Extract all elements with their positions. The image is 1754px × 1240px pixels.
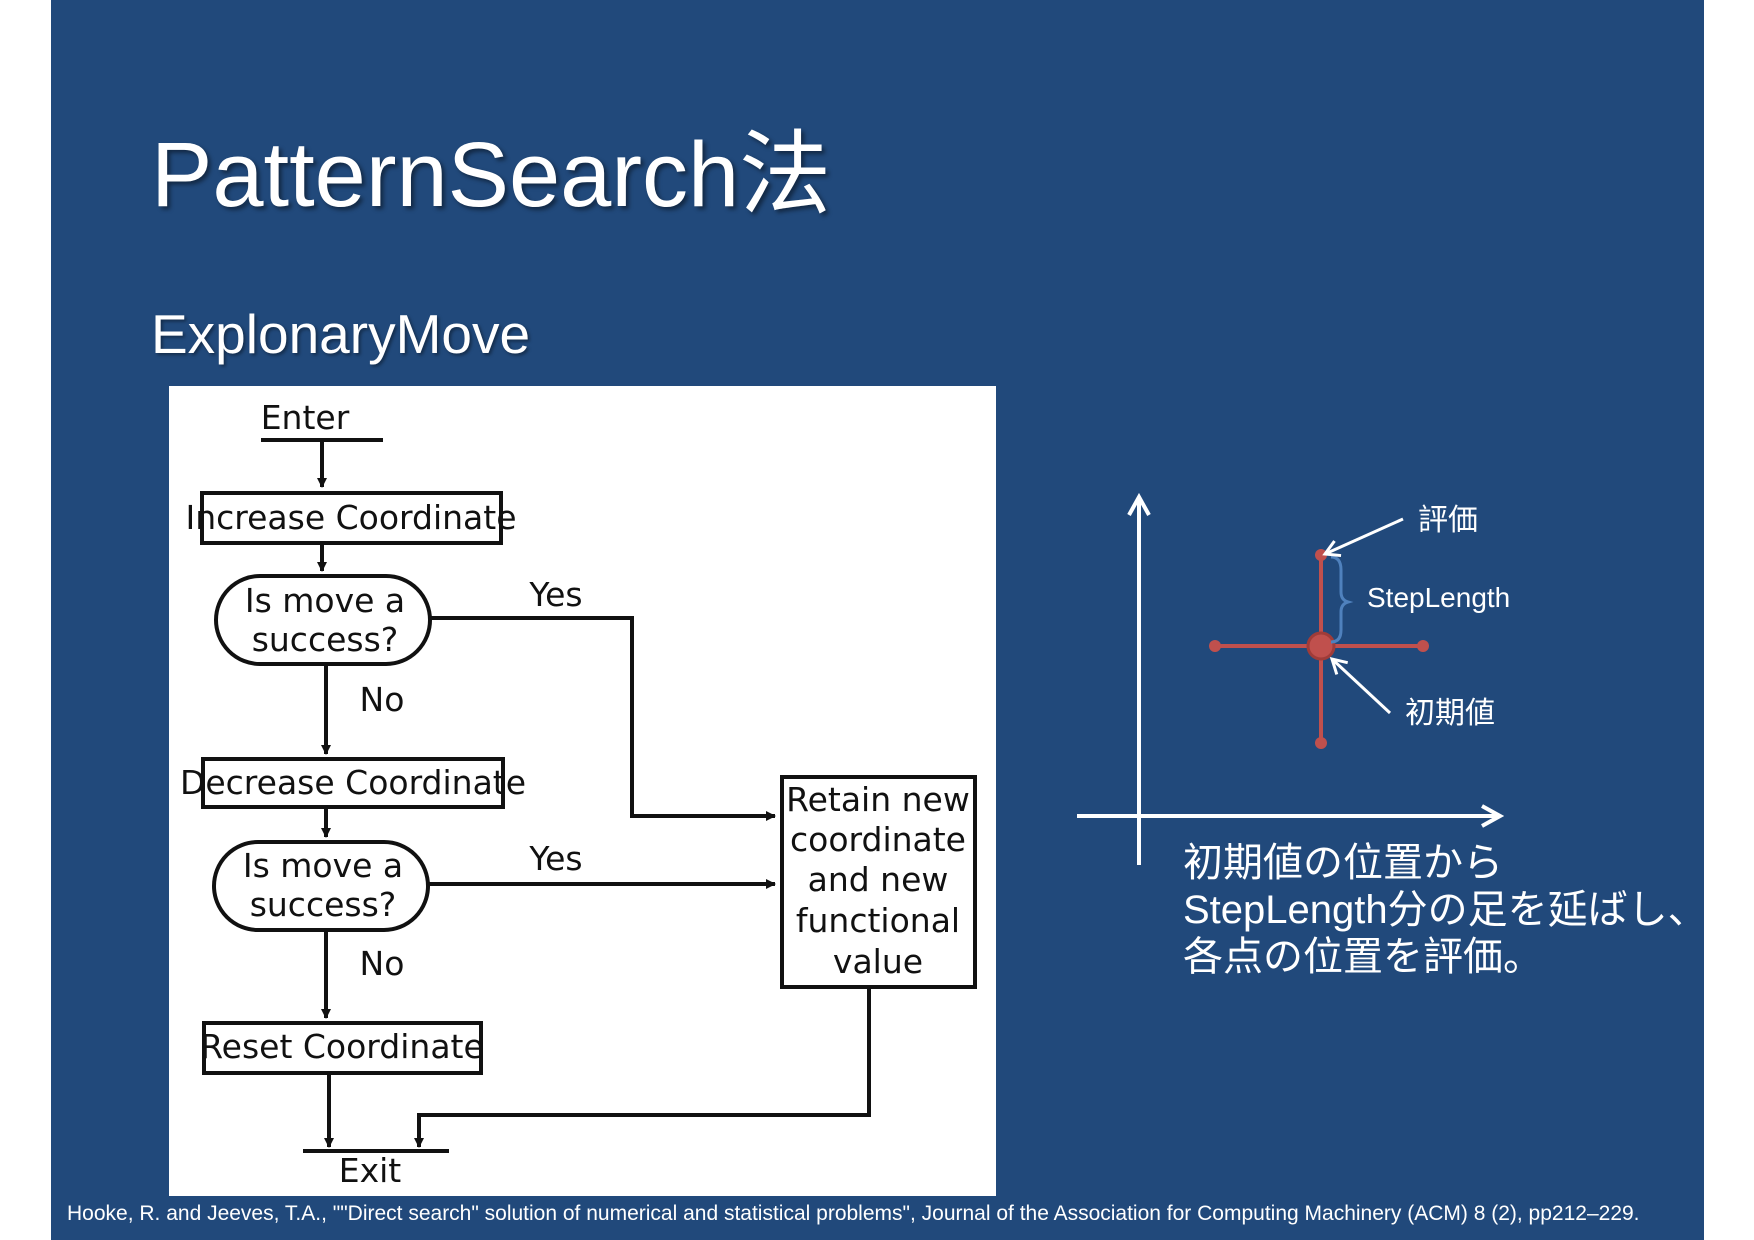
flowchart-reset-label: Reset Coordinate — [200, 1027, 484, 1066]
flowchart-no2-label: No — [360, 944, 405, 983]
flowchart-yes2-label: Yes — [528, 839, 582, 878]
flowchart-no1-label: No — [360, 680, 405, 719]
slide-title: PatternSearch法 — [151, 124, 832, 226]
flowchart-retain-line4: functional — [796, 901, 960, 940]
caption-line: 初期値の位置から — [1183, 841, 1503, 885]
flowchart-yes1-label: Yes — [528, 575, 582, 614]
step-point-left — [1209, 640, 1221, 652]
flowchart-decrease-label: Decrease Coordinate — [180, 763, 526, 802]
evaluation-arrow — [1322, 517, 1404, 558]
flowchart-decrease-box — [201, 757, 505, 809]
flowchart-enter-label: Enter — [261, 398, 350, 437]
caption-line: 各点の位置を評価。 — [1183, 935, 1543, 979]
flowchart-retain-line2: coordinate — [790, 820, 966, 859]
flowchart-retain-line1: Retain new — [786, 780, 970, 819]
flowchart-decision1-line1: Is move a — [245, 581, 405, 620]
slide-subtitle: ExplonaryMove — [151, 303, 531, 365]
caption-line: StepLength分の足を延ばし、 — [1183, 888, 1704, 932]
flowchart: Enter Increase Coordinate Is move a succ… — [180, 398, 977, 1190]
flowchart-panel: Enter Increase Coordinate Is move a succ… — [169, 386, 996, 1196]
flowchart-retain-line5: value — [833, 942, 923, 981]
evaluation-label: 評価 — [1418, 504, 1478, 537]
initial-value-arrow — [1329, 656, 1392, 715]
flowchart-increase-label: Increase Coordinate — [185, 498, 516, 537]
step-point-bottom — [1315, 737, 1327, 749]
citation: Hooke, R. and Jeeves, T.A., ""Direct sea… — [67, 1202, 1640, 1225]
flowchart-increase-box — [200, 491, 503, 545]
flowchart-reset-box — [202, 1021, 483, 1075]
flowchart-decision2-line2: success? — [250, 885, 397, 924]
slide: PatternSearch法 ExplonaryMove Enter Incre… — [51, 0, 1704, 1240]
initial-value-label: 初期値 — [1405, 697, 1495, 730]
flowchart-decision1-line2: success? — [252, 620, 399, 659]
flowchart-decision2-line1: Is move a — [243, 846, 403, 885]
flowchart-retain-box — [780, 775, 977, 989]
initial-point — [1306, 631, 1336, 661]
step-point-top — [1315, 549, 1327, 561]
flowchart-retain-line3: and new — [808, 860, 949, 899]
flowchart-retain-exit-path — [414, 987, 871, 1148]
flowchart-exit-label: Exit — [339, 1151, 402, 1190]
flowchart-yes1-path — [430, 616, 776, 821]
step-length-brace — [1330, 555, 1354, 644]
step-point-right — [1417, 640, 1429, 652]
caption: 初期値の位置から StepLength分の足を延ばし、 各点の位置を評価。 — [1183, 840, 1704, 981]
step-diagram: 評価 StepLength 初期値 — [1077, 0, 1510, 865]
step-length-label: StepLength — [1367, 582, 1510, 613]
